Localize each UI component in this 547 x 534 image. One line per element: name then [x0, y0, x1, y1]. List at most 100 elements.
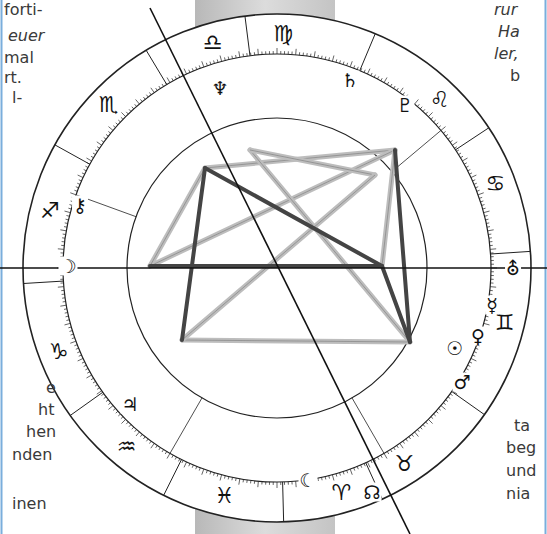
planet-glyph: ☉ [445, 339, 464, 358]
degree-tick [61, 290, 64, 291]
degree-tick [446, 134, 448, 136]
degree-tick [58, 248, 64, 250]
degree-tick [91, 378, 94, 380]
degree-tick [162, 84, 164, 87]
degree-tick [108, 131, 110, 133]
degree-tick [390, 84, 392, 87]
degree-tick [328, 57, 330, 60]
planet-glyph: ☊ [363, 483, 382, 502]
degree-tick [460, 156, 463, 158]
degree-tick [468, 169, 471, 170]
sign-boundary [491, 251, 531, 254]
degree-tick [231, 477, 233, 480]
degree-tick [339, 60, 341, 63]
article-text: und [506, 461, 536, 480]
degree-tick [61, 252, 64, 253]
degree-tick [377, 76, 378, 79]
degree-tick [439, 126, 441, 128]
degree-tick [165, 451, 167, 454]
degree-tick [371, 460, 372, 463]
degree-tick [113, 408, 115, 410]
zodiac-sign: ♊ [494, 312, 516, 334]
degree-tick [364, 70, 365, 73]
aspect-line [205, 168, 382, 266]
degree-tick [184, 69, 187, 74]
degree-tick [288, 51, 289, 54]
degree-tick [159, 86, 161, 89]
degree-tick [431, 117, 433, 119]
degree-tick [189, 70, 190, 73]
degree-tick [374, 75, 375, 78]
degree-tick [462, 158, 467, 161]
degree-tick [82, 173, 85, 174]
degree-tick [423, 109, 425, 111]
degree-tick [77, 183, 80, 184]
degree-tick [149, 92, 151, 94]
degree-tick [306, 53, 307, 56]
degree-tick [377, 457, 378, 460]
degree-tick [434, 120, 436, 122]
degree-tick [303, 53, 304, 56]
degree-tick [400, 443, 403, 448]
planet-glyph: ♃ [120, 395, 139, 414]
zodiac-sign: ♒ [116, 436, 138, 458]
degree-tick [474, 352, 477, 353]
degree-tick [335, 474, 337, 477]
degree-tick [246, 480, 247, 483]
degree-tick [325, 57, 327, 60]
article-text: rur [494, 0, 517, 19]
aspect-line [182, 175, 375, 340]
degree-tick [63, 301, 66, 302]
degree-tick [132, 107, 134, 109]
degree-tick [108, 127, 113, 131]
degree-tick [172, 455, 173, 458]
planet-glyph: ♄ [340, 71, 359, 90]
sign-boundary [360, 34, 375, 71]
degree-tick [199, 65, 200, 68]
degree-tick [397, 88, 399, 90]
sign-boundary [455, 128, 488, 150]
degree-tick [135, 104, 137, 106]
aspect-line [182, 340, 410, 342]
degree-tick [458, 153, 461, 155]
degree-tick [156, 445, 158, 447]
article-text: beg [506, 438, 536, 457]
degree-tick [466, 368, 469, 369]
degree-tick [478, 193, 484, 195]
degree-tick [464, 163, 467, 164]
degree-tick [468, 365, 471, 366]
degree-tick [412, 434, 414, 436]
degree-tick [143, 437, 145, 439]
degree-tick [426, 112, 428, 114]
aspect-edge [250, 150, 375, 175]
degree-tick [288, 482, 289, 485]
degree-tick [489, 237, 492, 238]
degree-tick [456, 150, 459, 152]
degree-tick [239, 479, 240, 485]
degree-tick [60, 305, 66, 306]
degree-tick [339, 473, 341, 476]
sign-boundary [70, 392, 103, 415]
degree-tick [280, 482, 281, 485]
degree-tick [62, 237, 65, 238]
degree-tick [126, 422, 128, 424]
degree-tick [78, 358, 83, 361]
degree-tick [79, 355, 82, 356]
planet-glyph: ♆ [210, 79, 229, 98]
degree-tick [116, 123, 118, 125]
degree-tick [74, 345, 77, 346]
aspect-edge [182, 175, 375, 340]
degree-tick [159, 447, 161, 450]
degree-tick [273, 482, 274, 485]
degree-tick [265, 482, 266, 485]
degree-tick [60, 279, 63, 280]
degree-tick [367, 69, 370, 74]
sign-boundary [23, 281, 63, 283]
zodiac-sign: ♋ [485, 173, 507, 195]
degree-tick [417, 104, 419, 106]
degree-tick [66, 219, 69, 221]
degree-tick [384, 453, 387, 458]
degree-tick [175, 76, 176, 79]
degree-tick [86, 375, 91, 378]
